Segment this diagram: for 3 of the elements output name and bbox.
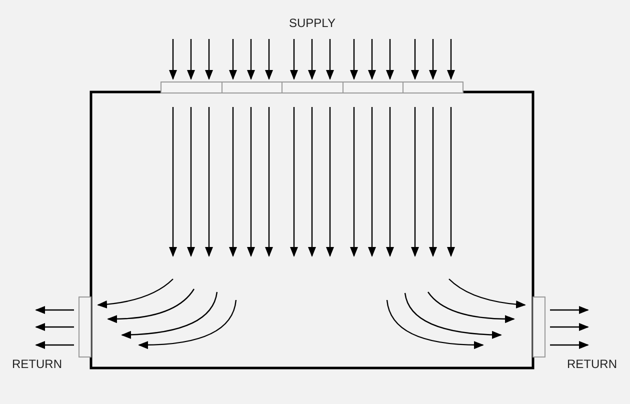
flow-label: RETURN <box>567 357 617 371</box>
flow-label: RETURN <box>12 357 62 371</box>
flow-label: SUPPLY <box>289 16 336 30</box>
